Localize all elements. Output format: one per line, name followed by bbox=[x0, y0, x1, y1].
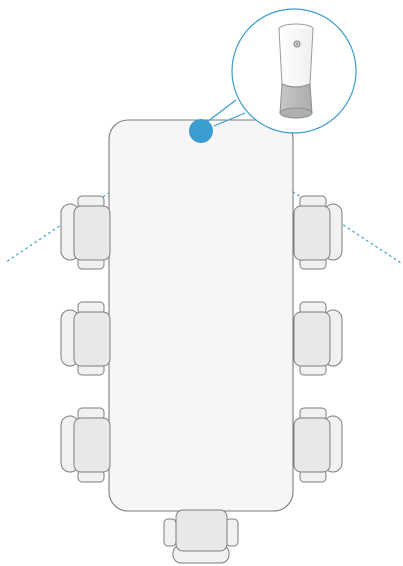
chair-left-3 bbox=[60, 407, 111, 483]
callout-connector-lower bbox=[213, 112, 246, 127]
device-illustration bbox=[278, 23, 314, 119]
chair-bottom bbox=[163, 509, 239, 564]
device-callout bbox=[231, 8, 357, 134]
chair-left-2 bbox=[60, 301, 111, 376]
chair-right-2 bbox=[293, 301, 343, 376]
device-location-marker bbox=[189, 119, 213, 143]
callout-connector-upper bbox=[206, 99, 237, 123]
chair-right-1 bbox=[293, 195, 343, 270]
chair-left-1 bbox=[60, 195, 111, 270]
chair-right-3 bbox=[293, 407, 343, 483]
conference-table bbox=[108, 119, 294, 512]
